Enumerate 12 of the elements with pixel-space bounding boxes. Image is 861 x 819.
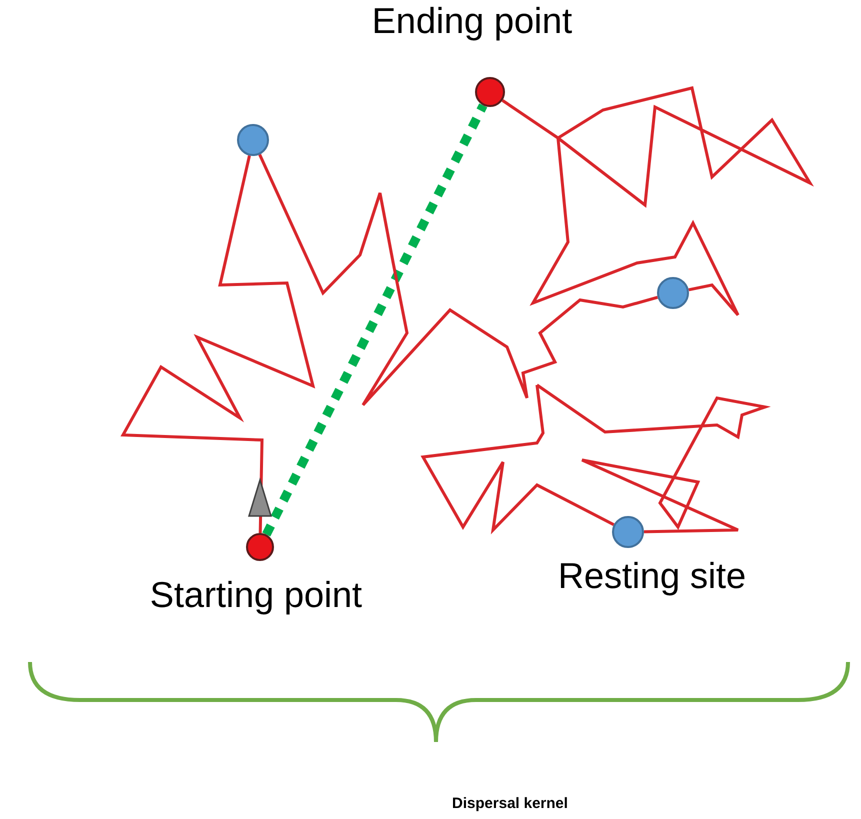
caption: Dispersal kernel	[451, 795, 569, 812]
random-walk-path	[536, 384, 771, 534]
random-walk-path	[420, 384, 614, 534]
point-label: Starting point	[150, 575, 362, 615]
straight-line-distance	[262, 103, 488, 537]
point-label: Resting site	[558, 556, 746, 596]
resting-site-marker	[237, 124, 269, 156]
resting-site-marker	[657, 277, 689, 309]
point-label: Ending point	[372, 1, 572, 41]
random-walk-path	[502, 86, 814, 316]
random-walk-path	[258, 154, 658, 406]
random-walk-path	[120, 155, 316, 534]
